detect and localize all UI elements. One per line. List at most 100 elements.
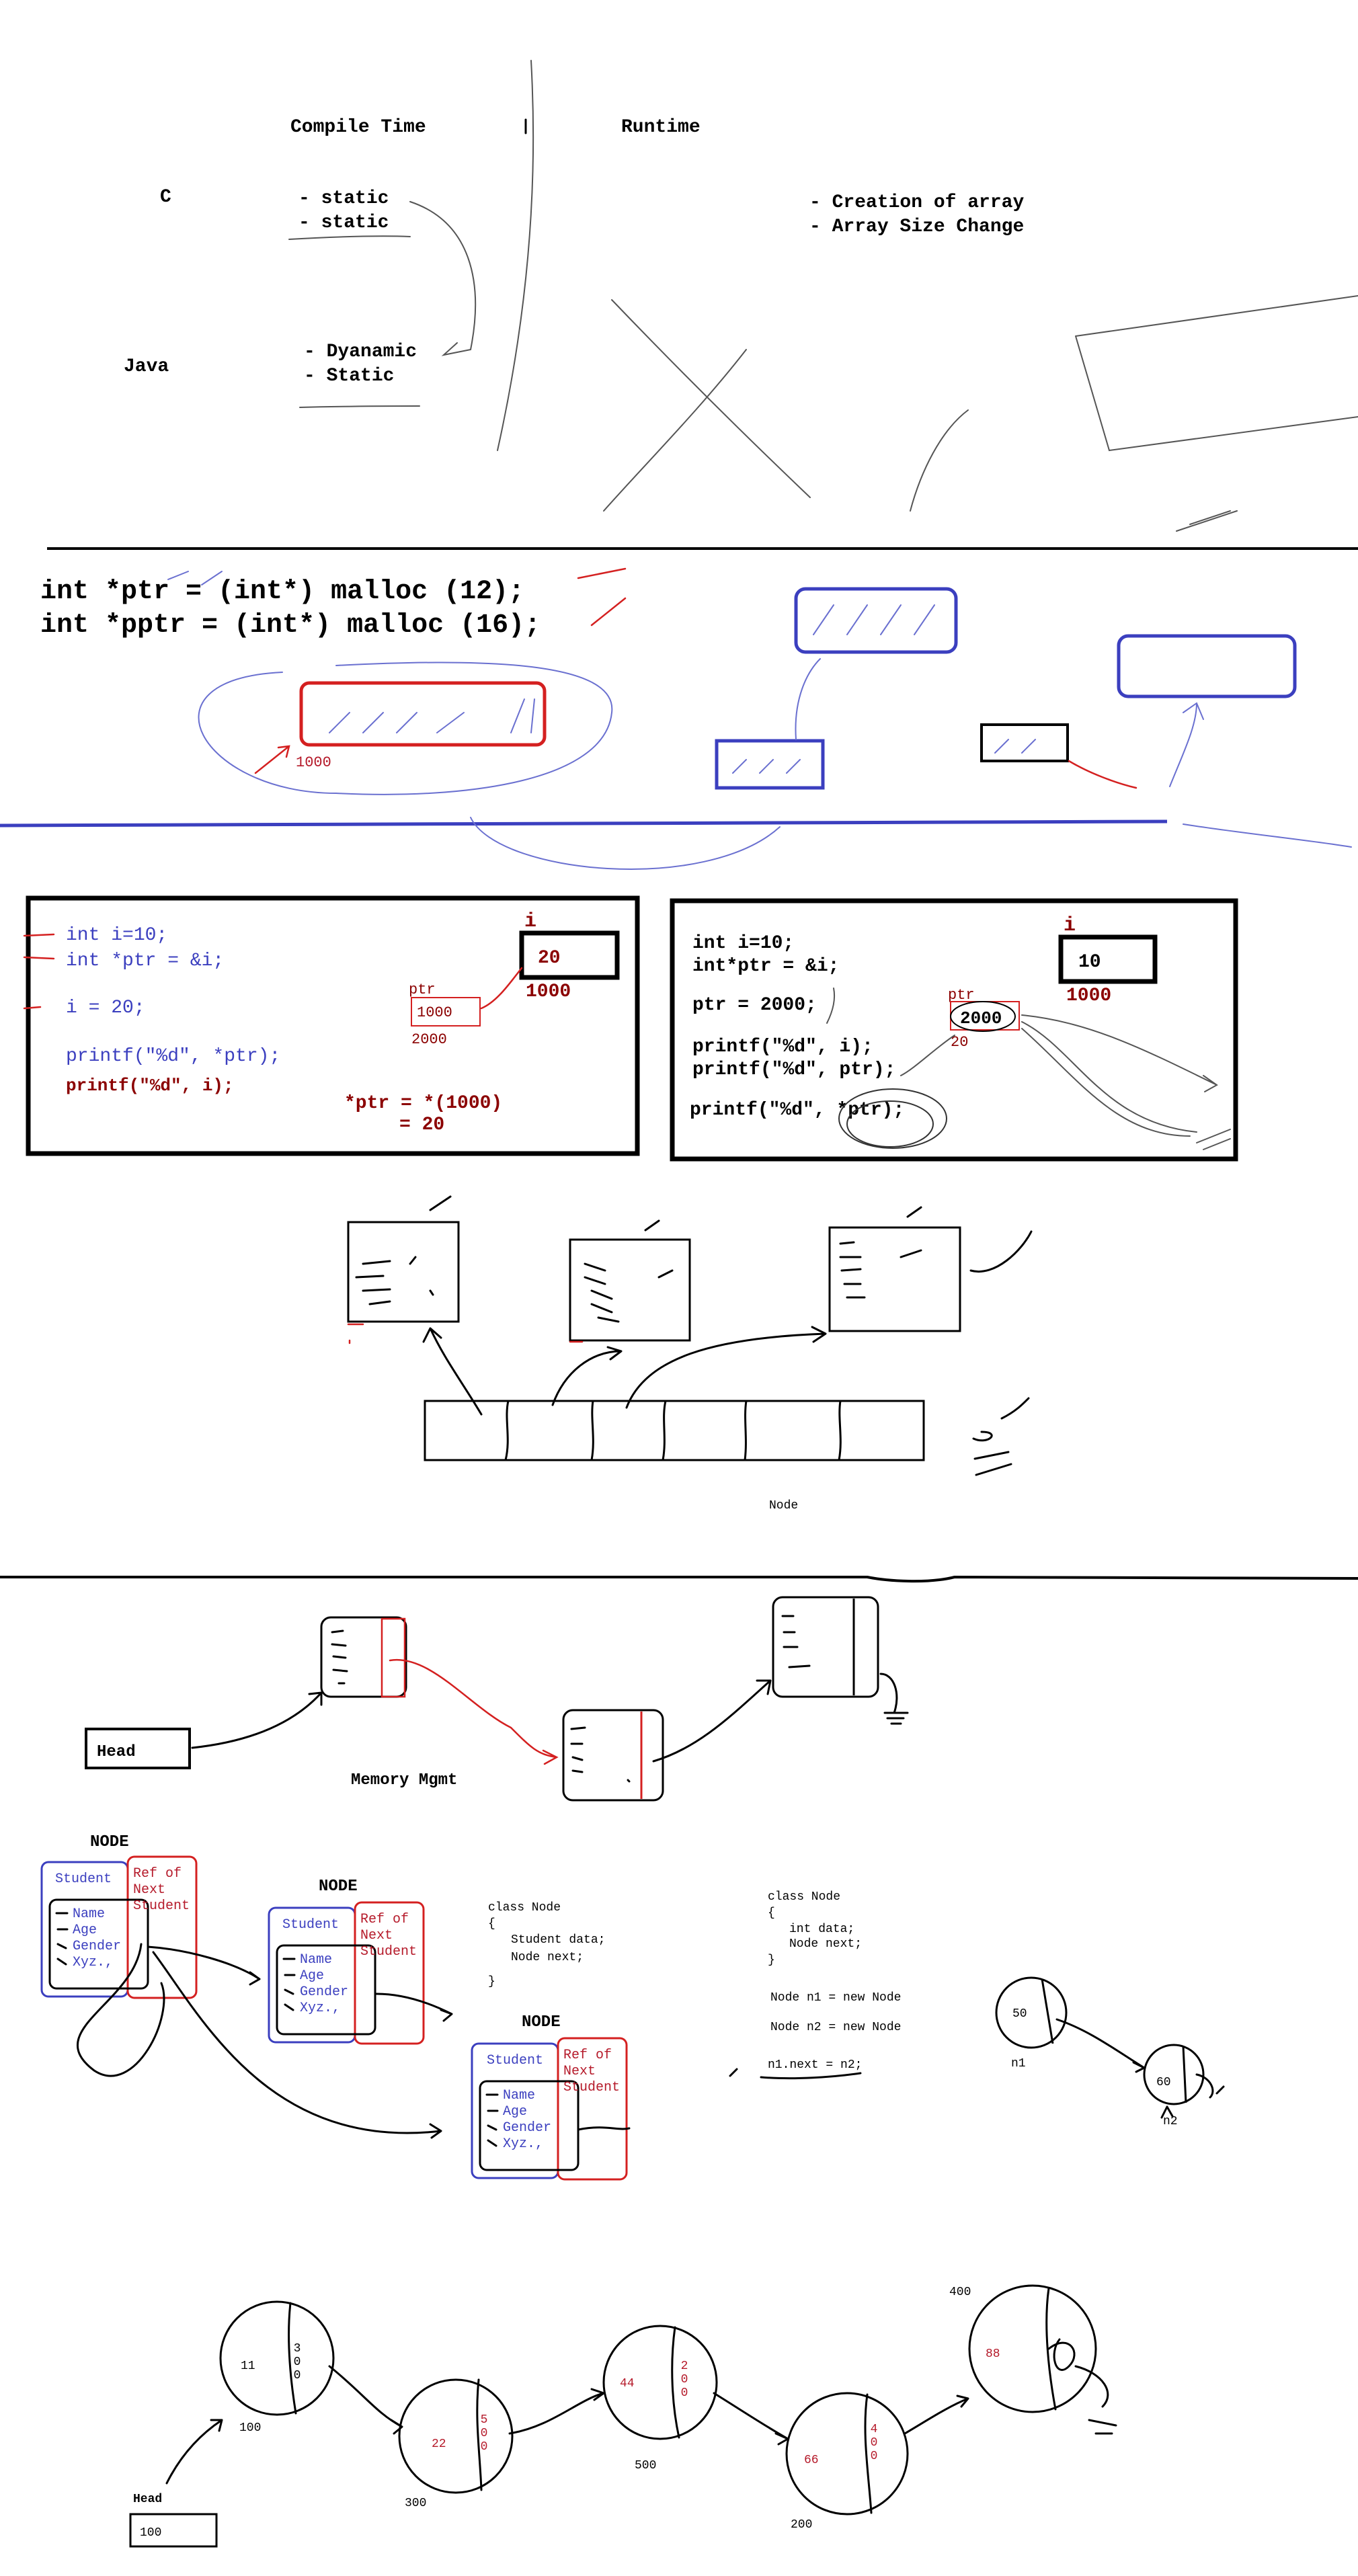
student-node-links: [76, 1943, 631, 2139]
cross-line-1: [611, 299, 811, 498]
node-title-2: NODE: [319, 1878, 358, 1896]
right-i-cell: [1058, 934, 1158, 984]
right-i-label: i: [1064, 914, 1076, 937]
class2-line-5: }: [768, 1954, 775, 1967]
left-ptr-addr: 2000: [411, 1031, 447, 1048]
svg-text:Student: Student: [563, 2080, 620, 2095]
two-node-circles: 50 n1 60 n2: [995, 1976, 1225, 2128]
runtime-heading: Runtime: [621, 117, 701, 138]
list-block-2: [562, 1709, 664, 1802]
student-node-3: NODE Student Ref of Next Student Name Ag…: [471, 2013, 628, 2181]
head-label: Head: [97, 1743, 136, 1761]
list-head-box: [129, 2513, 218, 2548]
c-line-1: - static: [298, 188, 389, 209]
svg-text:Name: Name: [300, 1952, 332, 1968]
java-line-1: - Dyanamic: [304, 341, 417, 362]
svg-text:Next: Next: [563, 2064, 596, 2079]
class2-line-4: Node next;: [789, 1937, 862, 1951]
separator-blue: [0, 819, 1168, 828]
section-malloc: int *ptr = (int*) malloc (12); int *pptr…: [0, 567, 1352, 870]
list-node-2-addr: 300: [405, 2497, 426, 2510]
list-head-arrow: [165, 2419, 223, 2485]
class1-line-4: Node next;: [511, 1951, 584, 1964]
left-code-5: printf("%d", i);: [66, 1076, 234, 1096]
c-line-2: - static: [298, 212, 389, 233]
right-ptr-value: 2000: [960, 1008, 1002, 1029]
object-box-3: [828, 1226, 961, 1332]
right-code-6: printf("%d", *ptr);: [690, 1100, 904, 1121]
label-1000: 1000: [296, 754, 331, 771]
list-node-4-addr: 200: [791, 2518, 812, 2532]
svg-text:Student: Student: [282, 1917, 339, 1933]
java-line-2: - Static: [304, 366, 394, 387]
svg-text:Next: Next: [133, 1882, 165, 1898]
lang-java-label: Java: [124, 356, 169, 377]
list-node-3-addr: 500: [635, 2459, 656, 2472]
left-code-3: i = 20;: [66, 998, 145, 1018]
svg-text:Age: Age: [73, 1923, 97, 1938]
list-node-5-value: 88: [986, 2347, 1000, 2361]
section-memory-mgmt: Head Memory Mgmt: [85, 1596, 909, 1802]
list-head-value: 100: [140, 2526, 161, 2540]
runtime-line-2: - Array Size Change: [809, 216, 1024, 237]
next-arrow-1: [389, 1658, 559, 1765]
svg-text:Next: Next: [360, 1928, 393, 1943]
svg-text:Student: Student: [133, 1898, 190, 1914]
underline-java: [299, 405, 420, 408]
right-code-1: int i=10;: [692, 933, 794, 954]
list-head-label: Head: [133, 2493, 162, 2506]
list-node-3: [602, 2325, 718, 2440]
svg-text:Xyz.,: Xyz.,: [503, 2136, 543, 2152]
left-ptr-value: 1000: [417, 1004, 452, 1021]
section-address-list: 11 300 100 22 500 300 44 200 500 66 400 …: [129, 2284, 1117, 2548]
student-node-1: NODE Student Ref of Next Student Name Ag…: [40, 1833, 198, 1999]
circle-n1: [995, 1976, 1068, 2049]
class1-line-1: class Node: [488, 1901, 561, 1915]
list-node-5: [968, 2284, 1097, 2413]
n1-next-line: n1.next = n2;: [768, 2058, 862, 2072]
separator-2: [0, 1575, 1358, 1583]
left-i-label: i: [524, 910, 536, 933]
right-code-3: ptr = 2000;: [692, 995, 817, 1016]
scribble-shape: [1075, 295, 1358, 452]
pointer-box-right: int i=10; int*ptr = &i; ptr = 2000; prin…: [670, 898, 1238, 1162]
svg-text:Age: Age: [300, 1968, 324, 1984]
left-code-4: printf("%d", *ptr);: [66, 1046, 280, 1067]
blue-circle-scribble: [198, 661, 613, 795]
lang-c-label: C: [160, 187, 171, 208]
node-label: Node: [769, 1499, 798, 1513]
svg-text:Gender: Gender: [300, 1984, 348, 2000]
circle-n1-value: 50: [1012, 2007, 1027, 2021]
right-ptr-label: ptr: [948, 987, 975, 1004]
list-arrow-1: [328, 2365, 403, 2435]
node-title-1: NODE: [90, 1833, 129, 1851]
list-node-4-next: 400: [867, 2423, 881, 2463]
class-node-code: class Node { Student data; Node next; } …: [488, 1890, 901, 2080]
scribble-marks: [1176, 510, 1238, 532]
class2-line-1: class Node: [768, 1890, 840, 1904]
ref-arrow-2: [551, 1346, 623, 1406]
head-box: [85, 1728, 191, 1769]
malloc-block-12: [299, 681, 547, 747]
right-i-value: 10: [1078, 952, 1101, 973]
list-node-2-next: 500: [477, 2413, 491, 2454]
svg-text:Ref of: Ref of: [360, 1912, 409, 1927]
cross-line-2: [603, 349, 747, 512]
object-box-2: [569, 1238, 691, 1342]
heap-block-c: [980, 723, 1069, 762]
class1-line-5: }: [488, 1975, 495, 1988]
list-node-4: [785, 2392, 909, 2515]
student-node-2: NODE Student Ref of Next Student Name Ag…: [268, 1878, 425, 2045]
list-block-3: [772, 1596, 879, 1698]
list-node-2-value: 22: [432, 2438, 446, 2451]
object-box-1: [347, 1221, 460, 1323]
compile-time-heading: Compile Time: [290, 117, 426, 138]
class1-line-2: {: [488, 1917, 495, 1931]
ref-arrow-3: [625, 1326, 827, 1409]
scribble-curve: [910, 409, 969, 512]
divider-scribble: [497, 60, 534, 451]
svg-text:Ref of: Ref of: [133, 1866, 182, 1882]
class2-line-2: {: [768, 1906, 775, 1920]
circle-n2-value: 60: [1156, 2076, 1171, 2089]
memory-mgmt-label: Memory Mgmt: [351, 1771, 457, 1789]
